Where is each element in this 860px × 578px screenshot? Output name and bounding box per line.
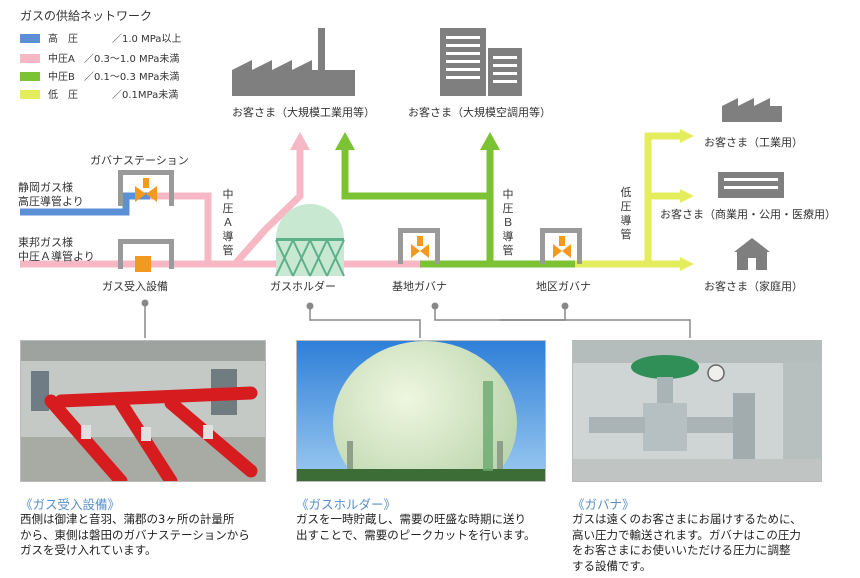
building-large-icon — [440, 28, 522, 96]
base-governor-label: 基地ガバナ — [392, 280, 447, 293]
arrow-to-large-hvac — [480, 132, 500, 150]
svg-text:低: 低 — [621, 186, 632, 199]
svg-text:管: 管 — [503, 243, 514, 257]
customer-industrial: お客さま（工業用） — [704, 135, 803, 149]
holder-description-line: ガスを一時貯蔵し、需要の旺盛な時期に送り — [296, 512, 526, 526]
base-governor-icon — [398, 228, 440, 264]
arrow-to-industrial — [680, 129, 694, 143]
legend-name-mid-b: 中圧B — [48, 70, 75, 83]
svg-text:中: 中 — [223, 188, 234, 201]
district-governor-icon — [540, 228, 582, 264]
connector-dots — [141, 299, 569, 310]
arrow-to-home — [680, 257, 694, 271]
legend-swatch-low — [20, 90, 40, 99]
intake-description: 西側は御津と音羽、蒲郡の3ヶ所の計量所 から、東側は磐田のガバナステーションから… — [20, 512, 270, 559]
legend-name-mid-a: 中圧A — [48, 52, 75, 65]
svg-text:管: 管 — [223, 243, 234, 257]
legend-range-high: ／1.0 MPa以上 — [112, 33, 181, 45]
house-icon — [734, 238, 770, 270]
source-toho-1: 東邦ガス様 — [18, 235, 73, 249]
mid-b-pipes — [341, 148, 575, 268]
legend-name-low: 低 圧 — [48, 88, 78, 101]
svg-text:管: 管 — [621, 227, 632, 241]
svg-text:Ａ: Ａ — [223, 216, 234, 229]
legend-swatch-high — [20, 34, 40, 43]
arrow-to-commercial — [680, 189, 694, 203]
holder-description: ガスを一時貯蔵し、需要の旺盛な時期に送り 出すことで、需要のピークカットを行いま… — [296, 512, 558, 543]
holder-photo — [296, 340, 546, 482]
svg-text:圧: 圧 — [503, 202, 514, 215]
arrow-to-large-industrial — [290, 132, 310, 150]
factory-large-icon — [232, 28, 355, 96]
intake-photo — [20, 340, 266, 482]
legend-swatch-mid-a — [20, 54, 40, 63]
svg-text:導: 導 — [621, 213, 632, 227]
governor-station-icon — [118, 170, 174, 206]
gas-intake-icon — [118, 239, 174, 272]
mid-b-pipe-label: 中 圧 Ｂ 導 管 — [503, 188, 514, 257]
arrow-to-large-hvac-left — [335, 132, 355, 150]
photo-connectors — [144, 300, 691, 338]
legend-range-low: ／0.1MPa未満 — [112, 89, 178, 101]
legend-swatch-mid-b — [20, 72, 40, 81]
holder-description-line: 出すことで、需要のピークカットを行います。 — [296, 527, 536, 542]
mid-a-pipe-label: 中 圧 Ａ 導 管 — [223, 188, 234, 257]
commercial-icon — [718, 172, 784, 198]
holder-label: ガスホルダー — [270, 279, 336, 293]
source-shizuoka-1: 静岡ガス様 — [18, 180, 73, 194]
governor-description-line: する設備です。 — [572, 558, 652, 573]
low-pressure-pipes — [575, 132, 682, 268]
gas-holder-icon — [275, 204, 345, 277]
svg-text:導: 導 — [503, 229, 514, 243]
svg-text:導: 導 — [223, 229, 234, 243]
governor-description-line: をお客さまにお使いいただける圧力に調整 — [572, 543, 791, 557]
low-pipe-label: 低 圧 導 管 — [621, 186, 632, 241]
legend-name-high: 高 圧 — [48, 32, 78, 45]
customer-large-industrial: お客さま（大規模工業用等） — [232, 105, 375, 119]
intake-description-line: から、東側は磐田のガバナステーションから — [20, 527, 250, 542]
svg-text:圧: 圧 — [223, 202, 234, 215]
governor-description-line: ガスは遠くのお客さまにお届けするために、 — [572, 512, 802, 526]
svg-text:中: 中 — [503, 188, 514, 201]
governor-photo — [572, 340, 822, 482]
customer-large-hvac: お客さま（大規模空調用等） — [408, 105, 551, 119]
customer-commercial: お客さま（商業用・公用・医療用） — [660, 207, 836, 221]
source-shizuoka-2: 高圧導管より — [18, 194, 84, 208]
governor-caption: 《ガバナ》 — [572, 497, 635, 512]
legend-range-mid-a: ／0.3〜1.0 MPa未満 — [84, 53, 179, 65]
svg-text:Ｂ: Ｂ — [503, 216, 514, 229]
governor-station-label: ガバナステーション — [90, 154, 189, 167]
svg-text:圧: 圧 — [621, 200, 632, 213]
intake-description-line: ガスを受け入れています。 — [20, 543, 157, 557]
legend-title: ガスの供給ネットワーク — [20, 9, 152, 23]
customer-home: お客さま（家庭用） — [704, 279, 803, 293]
mid-a-pipes — [20, 148, 420, 268]
source-toho-2: 中圧Ａ導管より — [18, 249, 95, 263]
governor-description: ガスは遠くのお客さまにお届けするために、 高い圧力で輸送されます。ガバナはこの圧… — [572, 512, 840, 574]
intake-caption: 《ガス受入設備》 — [20, 497, 121, 512]
legend-range-mid-b: ／0.1〜0.3 MPa未満 — [84, 71, 179, 83]
intake-description-line: 西側は御津と音羽、蒲郡の3ヶ所の計量所 — [20, 512, 235, 526]
holder-caption: 《ガスホルダー》 — [296, 497, 397, 512]
factory-small-icon — [722, 98, 782, 122]
intake-label: ガス受入設備 — [102, 279, 168, 293]
district-governor-label: 地区ガバナ — [536, 280, 591, 293]
governor-description-line: 高い圧力で輸送されます。ガバナはこの圧力 — [572, 527, 801, 542]
